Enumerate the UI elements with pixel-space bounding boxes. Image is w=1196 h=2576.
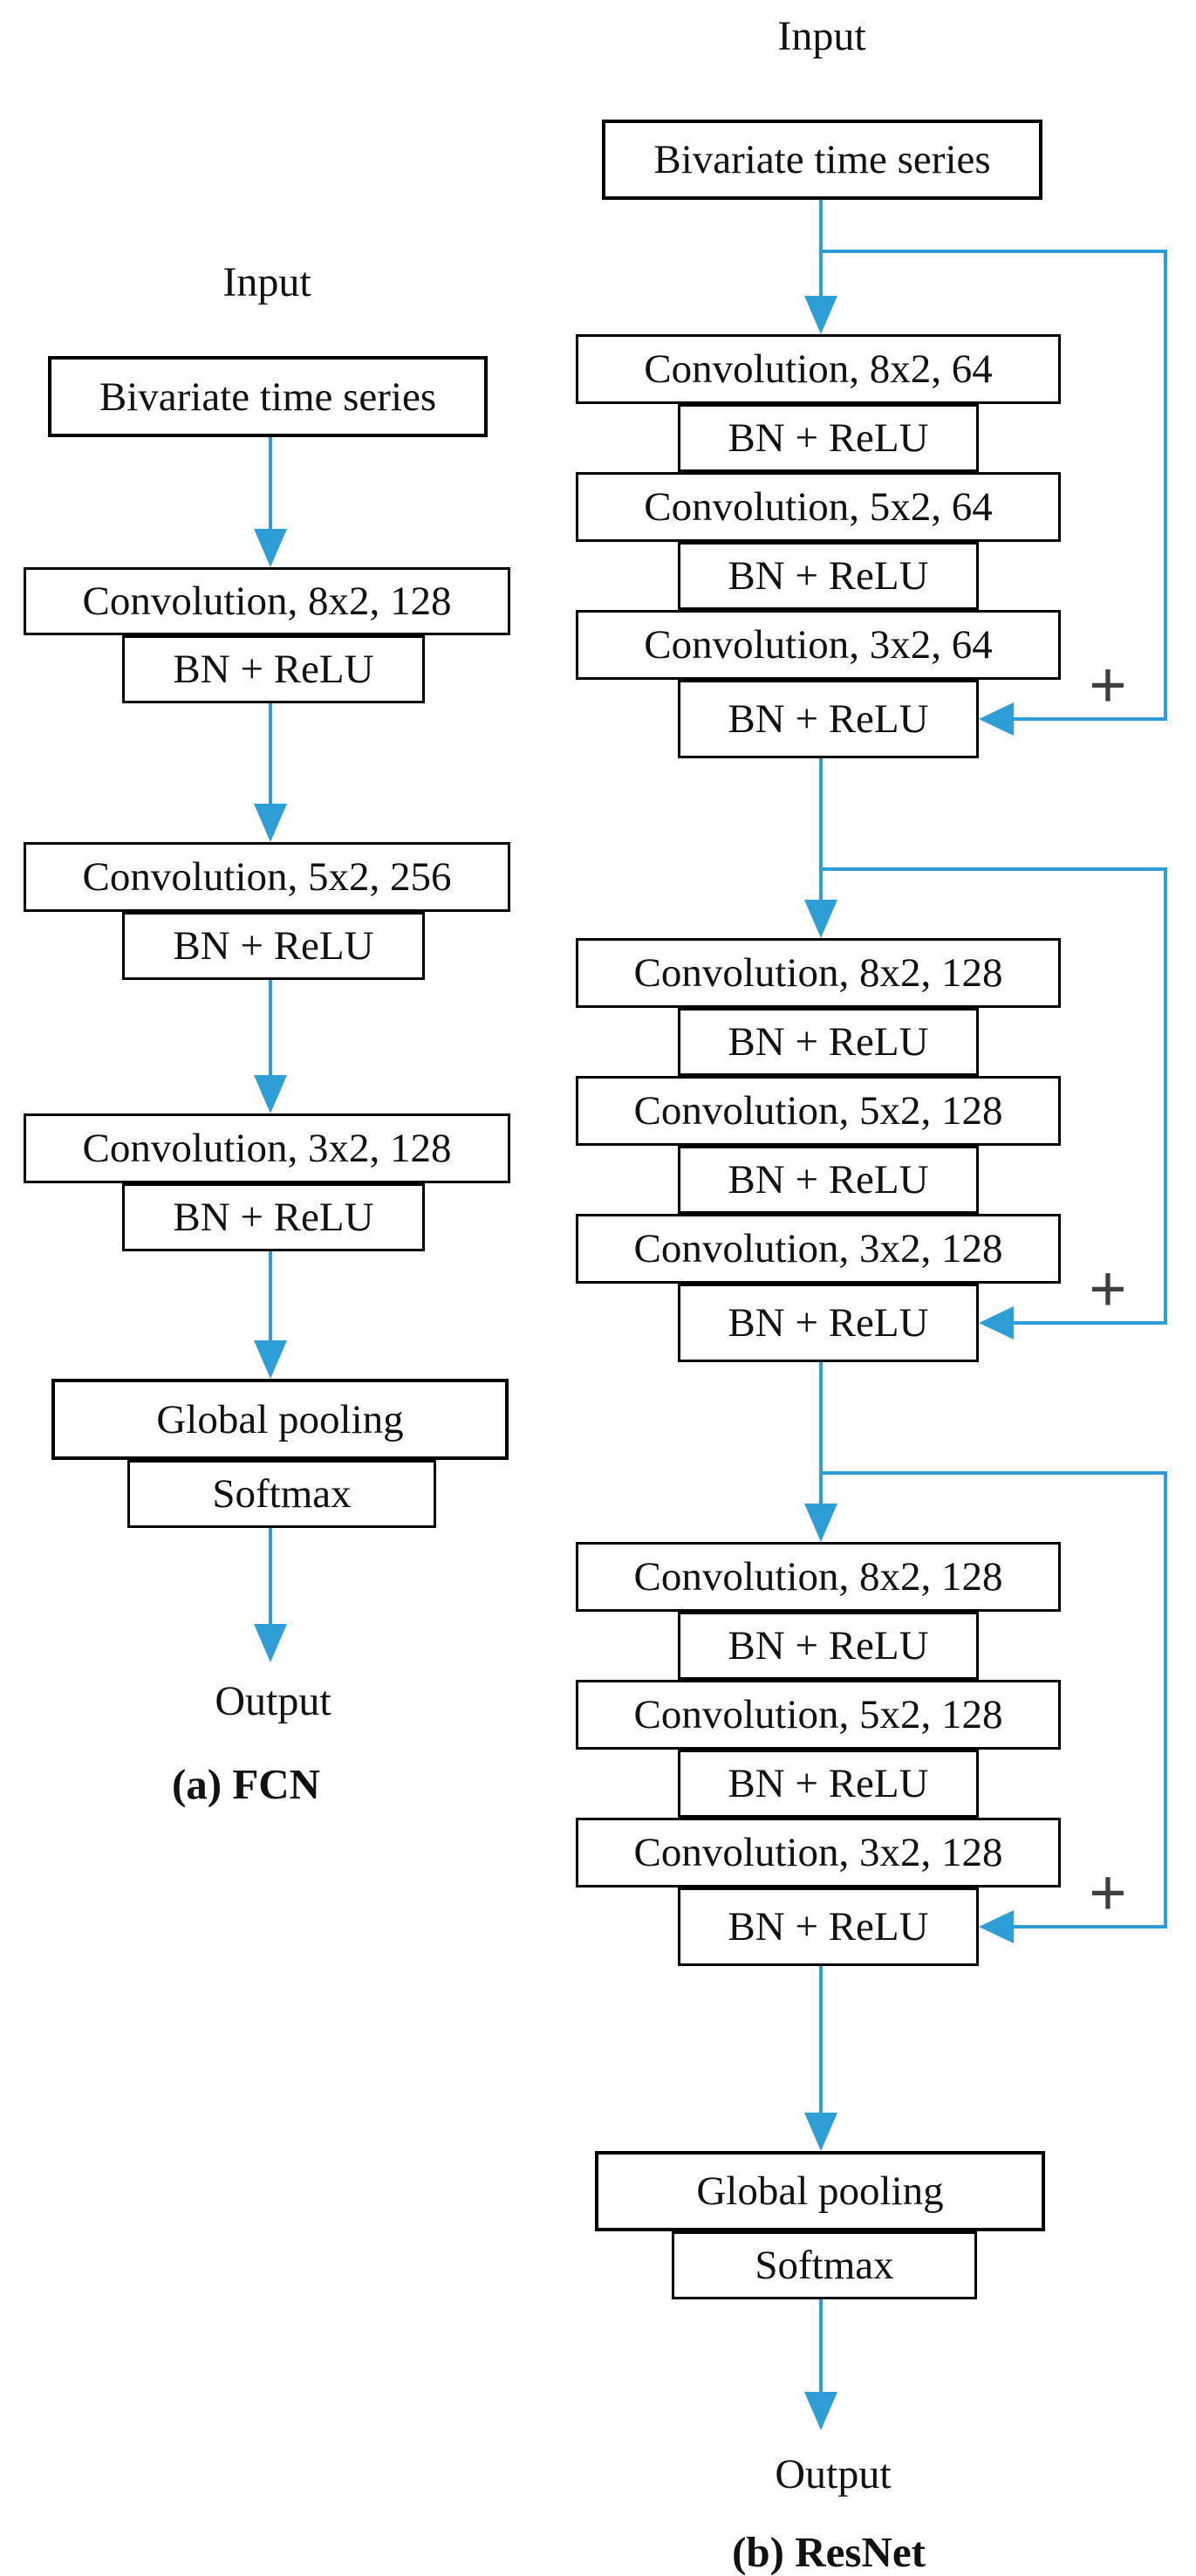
fcn-caption: (a) FCN — [171, 1760, 321, 1808]
resnet-block3-bn3-box: BN + ReLU — [678, 1887, 979, 1966]
connector-line — [269, 980, 272, 1079]
resnet-block2-bn3-box: BN + ReLU — [678, 1284, 979, 1362]
skip-connection-rail — [1164, 867, 1167, 1325]
resnet-caption: (b) ResNet — [732, 2528, 926, 2576]
resnet-block3-bn2-box: BN + ReLU — [678, 1750, 979, 1818]
left-arrow-icon — [979, 1306, 1014, 1339]
resnet-block1-bn3-box: BN + ReLU — [678, 680, 979, 758]
connector-line — [819, 1362, 823, 1507]
skip-connection-line — [1003, 717, 1167, 721]
skip-connection-line — [1003, 1321, 1167, 1325]
down-arrow-icon — [254, 529, 287, 567]
resnet-block2-bn1-box: BN + ReLU — [678, 1008, 979, 1076]
residual-add-symbol: + — [1089, 648, 1127, 721]
skip-connection-rail — [1164, 250, 1167, 721]
connector-line — [819, 758, 823, 903]
connector-line — [819, 2299, 823, 2395]
resnet-softmax-box: Softmax — [672, 2231, 977, 2299]
down-arrow-icon — [254, 1075, 287, 1113]
skip-connection-line — [1003, 1925, 1167, 1929]
down-arrow-icon — [804, 2392, 837, 2430]
fcn-bn1-box: BN + ReLU — [122, 635, 425, 703]
resnet-block1-bn2-box: BN + ReLU — [678, 542, 979, 610]
skip-connection-line — [819, 1471, 1167, 1475]
fcn-input-label: Input — [222, 259, 311, 305]
residual-add-symbol: + — [1089, 1856, 1127, 1929]
connector-line — [269, 1251, 272, 1344]
resnet-output-label: Output — [775, 2451, 892, 2497]
connector-line — [269, 437, 272, 532]
down-arrow-icon — [804, 900, 837, 938]
resnet-input-label: Input — [777, 13, 866, 59]
down-arrow-icon — [254, 804, 287, 842]
connector-line — [819, 1966, 823, 2116]
fcn-bivariate-time-series-box: Bivariate time series — [48, 356, 488, 437]
resnet-block1-bn1-box: BN + ReLU — [678, 404, 979, 472]
connector-line — [269, 703, 272, 807]
down-arrow-icon — [804, 296, 837, 334]
resnet-global-pooling-box: Global pooling — [595, 2151, 1045, 2231]
fcn-conv1-box: Convolution, 8x2, 128 — [24, 567, 510, 635]
down-arrow-icon — [804, 1504, 837, 1542]
left-arrow-icon — [979, 702, 1014, 736]
fcn-conv3-box: Convolution, 3x2, 128 — [24, 1113, 510, 1183]
fcn-conv2-box: Convolution, 5x2, 256 — [24, 842, 510, 912]
fcn-softmax-box: Softmax — [127, 1460, 436, 1528]
resnet-block2-conv1-box: Convolution, 8x2, 128 — [576, 938, 1061, 1008]
fcn-bn3-box: BN + ReLU — [122, 1183, 425, 1251]
skip-connection-rail — [1164, 1471, 1167, 1929]
residual-add-symbol: + — [1089, 1252, 1127, 1325]
resnet-block1-conv1-box: Convolution, 8x2, 64 — [576, 334, 1061, 404]
resnet-block3-conv3-box: Convolution, 3x2, 128 — [576, 1818, 1061, 1887]
fcn-bn2-box: BN + ReLU — [122, 912, 425, 980]
fcn-global-pooling-box: Global pooling — [51, 1379, 509, 1460]
resnet-block3-conv2-box: Convolution, 5x2, 128 — [576, 1680, 1061, 1750]
resnet-block1-conv2-box: Convolution, 5x2, 64 — [576, 472, 1061, 542]
left-arrow-icon — [979, 1910, 1014, 1943]
resnet-block3-bn1-box: BN + ReLU — [678, 1612, 979, 1680]
fcn-output-label: Output — [215, 1678, 331, 1724]
down-arrow-icon — [254, 1624, 287, 1662]
skip-connection-line — [819, 250, 1167, 253]
resnet-block1-conv3-box: Convolution, 3x2, 64 — [576, 610, 1061, 680]
down-arrow-icon — [254, 1340, 287, 1379]
resnet-block2-conv2-box: Convolution, 5x2, 128 — [576, 1076, 1061, 1146]
skip-connection-line — [819, 867, 1167, 871]
resnet-bivariate-time-series-box: Bivariate time series — [602, 120, 1042, 200]
resnet-block2-conv3-box: Convolution, 3x2, 128 — [576, 1214, 1061, 1284]
resnet-block3-conv1-box: Convolution, 8x2, 128 — [576, 1542, 1061, 1612]
connector-line — [269, 1528, 272, 1627]
resnet-block2-bn2-box: BN + ReLU — [678, 1146, 979, 1214]
down-arrow-icon — [804, 2113, 837, 2151]
